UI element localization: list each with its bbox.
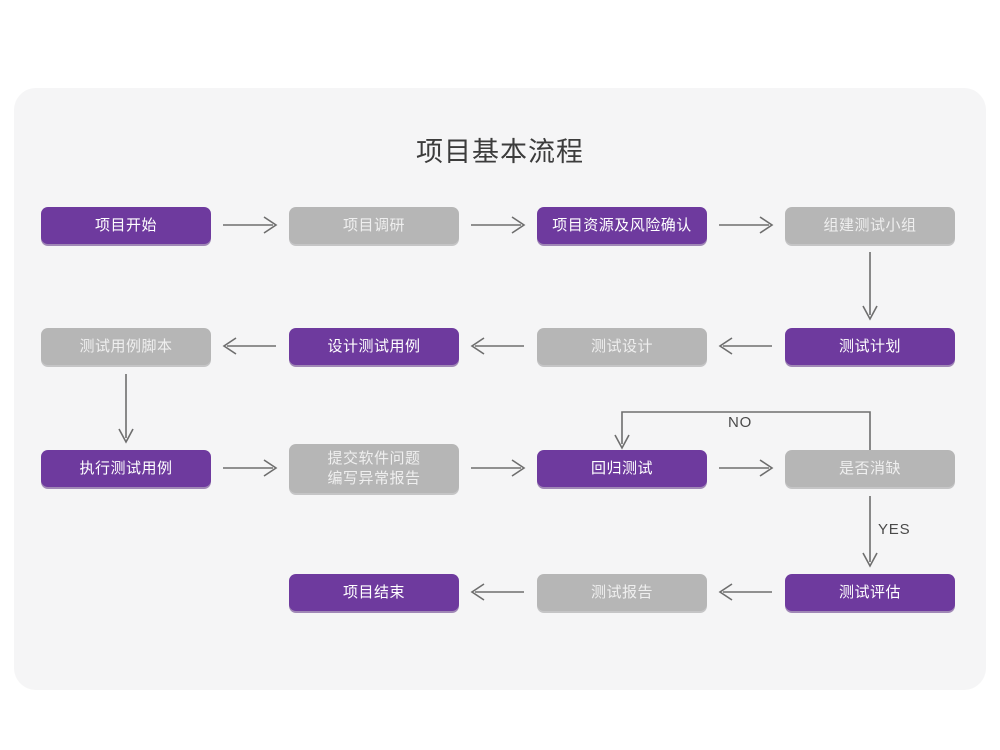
arrow-submit-to-regression [471,459,526,477]
node-regression-test[interactable]: 回归测试 [537,450,707,487]
arrow-report-to-end [470,583,524,601]
node-project-end[interactable]: 项目结束 [289,574,459,611]
arrow-yes-to-evaluation [862,496,878,568]
edge-label-no: NO [728,414,753,431]
node-defect-cleared[interactable]: 是否消缺 [785,450,955,487]
arrow-design-to-case-design [470,337,524,355]
arrow-research-to-resource [471,216,526,234]
node-project-research[interactable]: 项目调研 [289,207,459,244]
node-test-design[interactable]: 测试设计 [537,328,707,365]
arrow-resource-to-team [719,216,774,234]
arrow-case-design-to-script [222,337,276,355]
edge-label-yes: YES [878,521,911,538]
arrow-plan-to-design [718,337,772,355]
node-test-report[interactable]: 测试报告 [537,574,707,611]
arrow-no-loop [614,411,871,450]
arrow-script-to-execute [118,374,134,444]
arrow-evaluation-to-report [718,583,772,601]
node-test-plan[interactable]: 测试计划 [785,328,955,365]
node-execute-test-case[interactable]: 执行测试用例 [41,450,211,487]
arrow-team-to-plan [862,252,878,321]
arrow-execute-to-submit [223,459,278,477]
node-test-evaluation[interactable]: 测试评估 [785,574,955,611]
arrow-regression-to-defect [719,459,774,477]
node-submit-issue-report[interactable]: 提交软件问题 编写异常报告 [289,444,459,493]
node-project-start[interactable]: 项目开始 [41,207,211,244]
node-resource-risk-confirm[interactable]: 项目资源及风险确认 [537,207,707,244]
node-build-test-team[interactable]: 组建测试小组 [785,207,955,244]
arrow-start-to-research [223,216,278,234]
page-title: 项目基本流程 [416,137,584,167]
node-test-case-script[interactable]: 测试用例脚本 [41,328,211,365]
node-design-test-case[interactable]: 设计测试用例 [289,328,459,365]
